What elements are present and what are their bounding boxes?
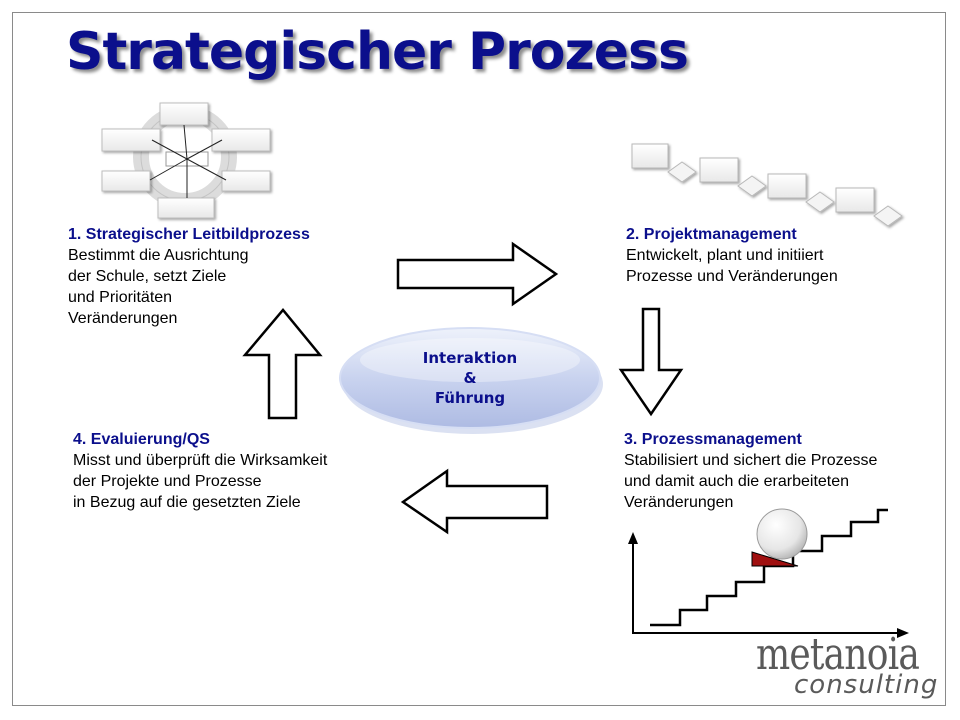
projekt-block: 2. Projektmanagement Entwickelt, plant u… xyxy=(626,224,838,287)
prozess-line: Stabilisiert und sichert die Prozesse xyxy=(624,452,878,469)
arrow-up xyxy=(242,308,323,420)
projekt-heading: 2. Projektmanagement xyxy=(626,226,797,243)
metanoia-logo: metanoia consulting xyxy=(756,629,939,702)
leitbild-line: und Prioritäten xyxy=(68,289,173,306)
prozess-line: und damit auch die erarbeiteten xyxy=(624,473,850,490)
slide-frame xyxy=(12,12,946,706)
projekt-line: Prozesse und Veränderungen xyxy=(626,268,838,285)
projekt-line: Entwickelt, plant und initiiert xyxy=(626,247,824,264)
arrow-down xyxy=(618,307,684,417)
evaluierung-block: 4. Evaluierung/QS Misst und überprüft di… xyxy=(73,429,327,513)
evaluierung-line: Misst und überprüft die Wirksamkeit xyxy=(73,452,328,469)
slide-title: Strategischer Prozess xyxy=(66,22,689,82)
projekt-flow-thumbnail xyxy=(631,143,903,227)
ampersand-text: & xyxy=(463,369,477,387)
evaluierung-line: in Bezug auf die gesetzten Ziele xyxy=(73,494,301,511)
arrow-left xyxy=(400,468,549,535)
interaktion-label: Interaktion & Führung xyxy=(338,326,602,430)
arrow-right xyxy=(396,241,559,307)
leitbild-cycle-thumbnail xyxy=(101,102,271,219)
evaluierung-line: der Projekte und Prozesse xyxy=(73,473,262,490)
logo-main-text: metanoia xyxy=(756,629,920,680)
leitbild-line: Veränderungen xyxy=(68,310,178,327)
leitbild-line: der Schule, setzt Ziele xyxy=(68,268,227,285)
interaktion-ellipse xyxy=(339,327,603,434)
prozess-block: 3. Prozessmanagement Stabilisiert und si… xyxy=(624,429,877,513)
interaktion-text: Interaktion xyxy=(422,349,518,367)
prozess-line: Veränderungen xyxy=(624,494,734,511)
prozess-heading: 3. Prozessmanagement xyxy=(624,431,802,448)
staircase-graphic xyxy=(628,508,909,638)
leitbild-block: 1. Strategischer Leitbildprozess Bestimm… xyxy=(68,224,310,329)
leitbild-heading: 1. Strategischer Leitbildprozess xyxy=(68,226,310,243)
evaluierung-heading: 4. Evaluierung/QS xyxy=(73,431,210,448)
logo-sub-text: consulting xyxy=(794,670,939,700)
fuehrung-text: Führung xyxy=(434,389,506,407)
leitbild-line: Bestimmt die Ausrichtung xyxy=(68,247,249,264)
